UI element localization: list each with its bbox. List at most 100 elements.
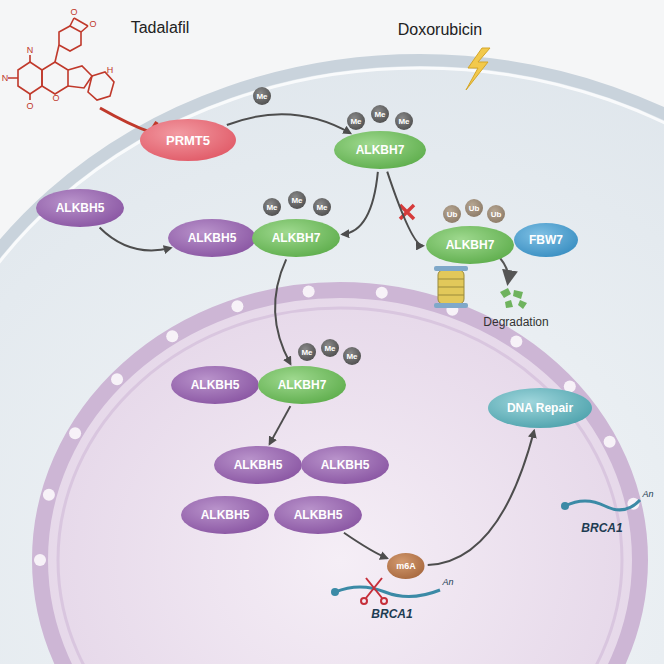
node-shape [171,366,259,404]
node-text: Ub [491,210,502,219]
node-shape [258,366,346,404]
node-shape [343,347,361,365]
methyl-group: Me [313,198,331,216]
node-text: ALKBH5 [56,201,105,215]
node-shape [313,198,331,216]
node-shape [263,198,281,216]
methyl-group: Me [395,112,413,130]
node-text: Me [301,348,312,357]
text-label: BRCA1 [581,521,622,535]
node-shape [426,226,514,264]
nuclear-pore [43,489,55,501]
dna-repair-label: DNA Repair [488,388,592,428]
text-label: Tadalafil [131,19,190,37]
proteasome [434,266,468,308]
alkbh5-protein: ALKBH5 [181,496,269,534]
nuclear-pore [376,287,388,299]
lightning-symbol [466,48,490,90]
node-text: Me [346,352,357,361]
node-shape [253,87,271,105]
arrow-connector [344,533,387,558]
node-shape [371,105,389,123]
mrna-cap [561,502,569,510]
node-shape [465,199,483,217]
alkbh5-protein: ALKBH5 [36,189,124,227]
nuclear-pore [510,336,522,348]
cell-membrane [0,60,664,664]
text-label: An [642,489,653,499]
node-shape [140,119,236,161]
node-text: PRMT5 [166,133,210,148]
methyl-group: Me [288,191,306,209]
node-shape [181,496,269,534]
node-text: ALKBH5 [321,458,370,472]
nuclear-pores [34,285,639,566]
scissors-symbol [361,578,387,604]
alkbh7-protein: ALKBH7 [252,219,340,257]
ubiquitin: Ub [465,199,483,217]
node-text: Me [256,92,267,101]
degraded-fragments [500,288,527,309]
fbw7-protein: FBW7 [514,223,578,257]
nuclear-pore [34,554,46,566]
atom-label: O [26,101,33,111]
arrow-connector [227,114,350,133]
node-shape [252,219,340,257]
text-label: Doxorubicin [398,21,482,39]
node-text: Me [316,203,327,212]
node-shape [288,191,306,209]
node-shape [347,112,365,130]
methyl-group: Me [343,347,361,365]
atom-label: N [2,73,9,83]
node-text: Me [324,344,335,353]
node-text: DNA Repair [507,401,573,415]
alkbh7-protein: ALKBH7 [334,131,426,169]
node-shape [298,343,316,361]
nuclear-pore [231,300,243,312]
node-text: Ub [469,204,480,213]
node-shape [168,219,256,257]
alkbh7-protein: ALKBH7 [258,366,346,404]
nuclear-pore [111,373,123,385]
methyl-group: Me [321,339,339,357]
node-shape [36,189,124,227]
node-shape [214,446,302,484]
nucleus-inner-envelope [58,308,622,664]
node-text: Me [350,117,361,126]
brca1-mrna-repaired [565,500,640,510]
text-label: An [442,577,453,587]
methyl-group: Me [371,105,389,123]
methyl-group: Me [298,343,316,361]
membrane-highlight [0,68,664,664]
node-shape [274,496,362,534]
inhibition-line [100,108,150,132]
node-text: m6A [396,561,416,571]
node-text: ALKBH5 [234,458,283,472]
node-shape [488,388,592,428]
node-text: Me [266,203,277,212]
atom-label: O [70,7,77,17]
arrow-connector [387,172,423,246]
alkbh7-protein: ALKBH7 [426,226,514,264]
node-text: Ub [447,210,458,219]
atom-label: O [89,19,96,29]
degradation-arrow [500,258,508,282]
ubiquitin: Ub [487,205,505,223]
nucleus [40,290,640,664]
nuclear-pore [166,330,178,342]
node-text: ALKBH7 [278,378,327,392]
nuclear-pore [604,436,616,448]
methyl-group: Me [253,87,271,105]
node-shape [443,205,461,223]
arrow-connector [100,228,171,251]
text-label: BRCA1 [371,607,412,621]
arrow-connector [428,431,534,565]
prmt5-enzyme: PRMT5 [140,119,236,161]
alkbh5-protein: ALKBH5 [168,219,256,257]
methyl-group: Me [263,198,281,216]
alkbh5-protein: ALKBH5 [274,496,362,534]
node-text: ALKBH7 [446,238,495,252]
alkbh5-protein: ALKBH5 [171,366,259,404]
node-text: FBW7 [529,233,563,247]
